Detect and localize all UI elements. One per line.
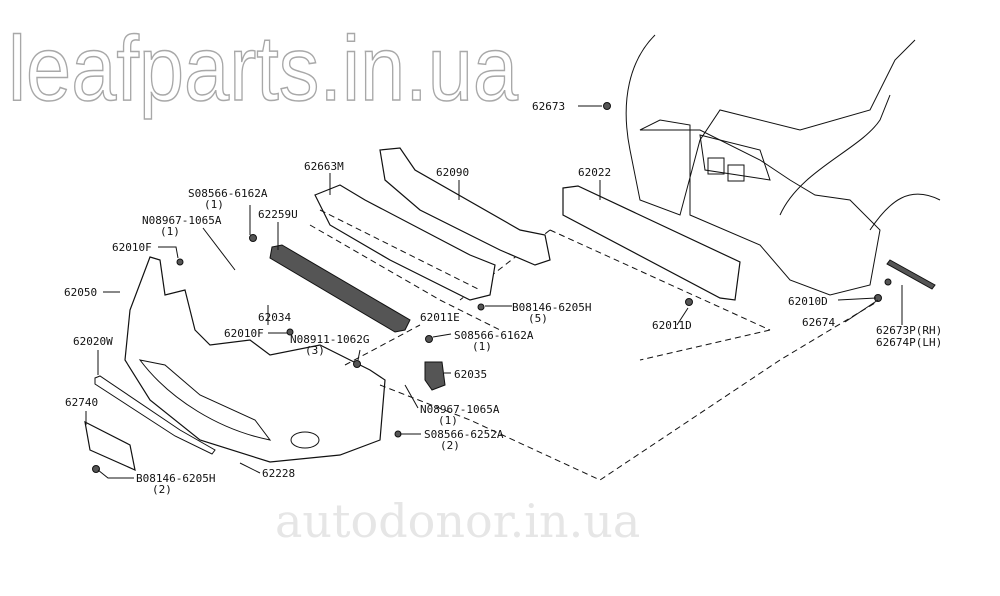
label-62050: 62050 [64, 286, 97, 299]
part-62663M-bracket [314, 184, 496, 301]
part-62673P-seal-strip [886, 259, 936, 290]
qty: (1) [472, 340, 492, 353]
label-62090: 62090 [436, 166, 469, 179]
qty: (2) [440, 439, 460, 452]
qty: (3) [305, 344, 325, 357]
label-62020W: 62020W [73, 335, 113, 348]
label-08146-6205H-mid: B08146-6205H [512, 301, 591, 314]
qty: (1) [438, 414, 458, 427]
leader-lines [85, 105, 903, 479]
qty: (1) [160, 225, 180, 238]
label-62011E: 62011E [420, 311, 460, 324]
part-62259U-grille [269, 244, 411, 333]
label-08566-6252A: S08566-6252A [424, 428, 504, 441]
label-62674: 62674 [802, 316, 835, 329]
label-08967-1065A-top: N08967-1065A [142, 214, 222, 227]
label-62259U: 62259U [258, 208, 298, 221]
label-08911-1062G: N08911-1062G [290, 333, 369, 346]
part-62740-license-plate-bracket [84, 420, 136, 472]
part-labels: 62673 62663M 62090 62022 S08566-6162A (1… [64, 100, 942, 496]
watermark-leafparts: leafparts.in.ua [8, 18, 519, 120]
qty: (2) [152, 483, 172, 496]
label-62035: 62035 [454, 368, 487, 381]
part-62020W-molding [94, 375, 216, 455]
label-08967-1065A-low: N08967-1065A [420, 403, 500, 416]
qty: (5) [528, 312, 548, 325]
part-62090-absorber [379, 147, 551, 266]
qty: (1) [204, 198, 224, 211]
part-62022-reinforcement [562, 185, 741, 301]
label-62740: 62740 [65, 396, 98, 409]
label-62010D: 62010D [788, 295, 828, 308]
label-62022: 62022 [578, 166, 611, 179]
label-62228: 62228 [262, 467, 295, 480]
label-62663M: 62663M [304, 160, 344, 173]
label-62010F-a: 62010F [112, 241, 152, 254]
watermark-autodonor: autodonor.in.ua [275, 494, 640, 548]
part-62035-bracket [424, 361, 446, 391]
label-08566-6162A-mid: S08566-6162A [454, 329, 534, 342]
label-62034: 62034 [258, 311, 291, 324]
label-62673P: 62673P(RH) [876, 324, 942, 337]
part-62050-bumper-fascia [124, 256, 386, 463]
label-08146-6205H-low: B08146-6205H [136, 472, 215, 485]
label-62010F-b: 62010F [224, 327, 264, 340]
label-62011D: 62011D [652, 319, 692, 332]
label-62673: 62673 [532, 100, 565, 113]
vehicle-front-structure [625, 34, 941, 296]
fasteners [92, 102, 892, 473]
label-62674P: 62674P(LH) [876, 336, 942, 349]
label-08566-6162A-top: S08566-6162A [188, 187, 268, 200]
